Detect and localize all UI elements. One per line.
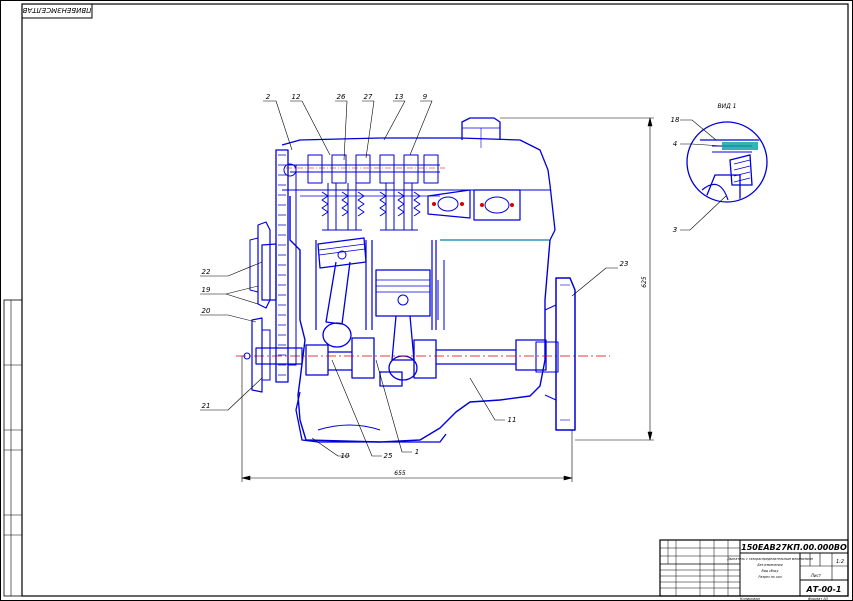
title-line-1: Двигатель с газораспределительным механи… (726, 557, 813, 561)
callout-10: 10 (341, 452, 350, 460)
sheet-label: Лист (810, 573, 822, 578)
copy-label: Копировал (740, 597, 761, 601)
callout-21-left: 21 (202, 402, 211, 410)
title-line-3: Вид сбоку (762, 569, 779, 573)
callout-25: 25 (384, 452, 393, 460)
format-label: Формат А3 (808, 597, 828, 601)
title-line-4: Разрез по оси (758, 575, 781, 579)
corner-stamp: ПВИБЕНЗМСЕЛТАВ (21, 3, 93, 19)
dimension-height: 625 (641, 276, 648, 288)
callout-13: 13 (395, 93, 404, 101)
piston-front (317, 237, 367, 269)
valve-train (321, 183, 421, 231)
cylinder-bores (315, 240, 437, 330)
title-line-2: Без изменения (757, 563, 782, 567)
callout-22: 22 (202, 268, 211, 276)
callout-1: 1 (415, 448, 419, 456)
callout-2: 2 (266, 93, 271, 101)
callout-9: 9 (423, 93, 428, 101)
timing-cover (275, 149, 297, 383)
scale-value: 1:2 (836, 559, 844, 565)
callout-23: 23 (620, 260, 629, 268)
front-pulleys (243, 221, 303, 393)
dimension-width: 655 (394, 470, 406, 477)
callout-20: 20 (202, 307, 211, 315)
callout-18: 18 (671, 116, 680, 124)
title-block (659, 539, 849, 597)
doc-number: 150ЕАВ27КП.00.000ВО (741, 543, 847, 552)
flywheel (535, 277, 576, 431)
camshaft (286, 154, 445, 184)
leader-lines (200, 100, 618, 457)
cylinder-block (289, 196, 551, 443)
corner-stamp-text: ПВИБЕНЗМСЕЛТАВ (22, 6, 91, 14)
detail-label: ВИД 1 (717, 103, 736, 110)
dimension-lines (241, 117, 654, 482)
valve-cover (281, 137, 556, 241)
drawing-code: АТ-00-1 (806, 585, 842, 594)
callout-12: 12 (292, 93, 301, 101)
oil-pan (295, 391, 447, 443)
exhaust-manifold (427, 189, 521, 221)
callout-26: 26 (337, 93, 346, 101)
connecting-rods (322, 261, 418, 381)
callout-11: 11 (508, 416, 517, 424)
callout-4: 4 (673, 140, 677, 148)
callout-19: 19 (202, 286, 211, 294)
detail-view: ВИД 1 18 4 3 (671, 103, 768, 234)
piston-second (375, 269, 431, 317)
crankshaft (305, 337, 547, 387)
callout-27: 27 (364, 93, 373, 101)
callout-3: 3 (673, 226, 677, 234)
engine-section-view: 655 625 2 12 26 27 13 9 22 19 20 (200, 93, 654, 482)
oil-filler-neck (461, 117, 501, 140)
